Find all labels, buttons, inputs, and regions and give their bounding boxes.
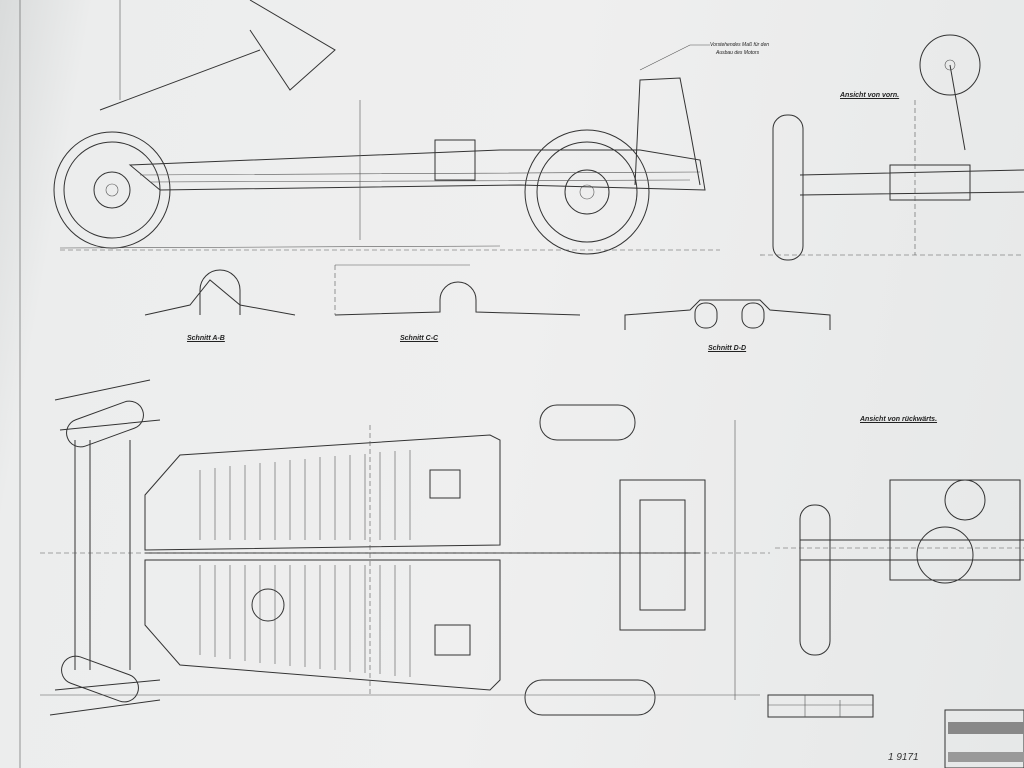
parts-table [767, 694, 874, 718]
section-cc-label: Schnitt C-C [400, 335, 439, 342]
section-dd-label: Schnitt D-D [708, 345, 747, 352]
leader-note-line1: Vorstehendes Maß für den [710, 42, 770, 48]
section-cc-drawing [334, 264, 581, 316]
leader-note-line2: Ausbau des Motors [716, 50, 760, 56]
side-view [53, 0, 720, 255]
section-ab-drawing [144, 269, 296, 316]
front-view-label: Ansicht von vorn. [840, 92, 900, 99]
title-block [944, 709, 1024, 768]
front-view [760, 34, 1024, 261]
rear-view-label: Ansicht von rückwärts. [860, 416, 938, 423]
plan-view [40, 379, 770, 716]
rear-view [775, 479, 1024, 656]
sheet-number: 1 9171 [888, 752, 919, 763]
section-ab-label: Schnitt A-B [187, 335, 225, 342]
section-dd-drawing [624, 299, 831, 330]
